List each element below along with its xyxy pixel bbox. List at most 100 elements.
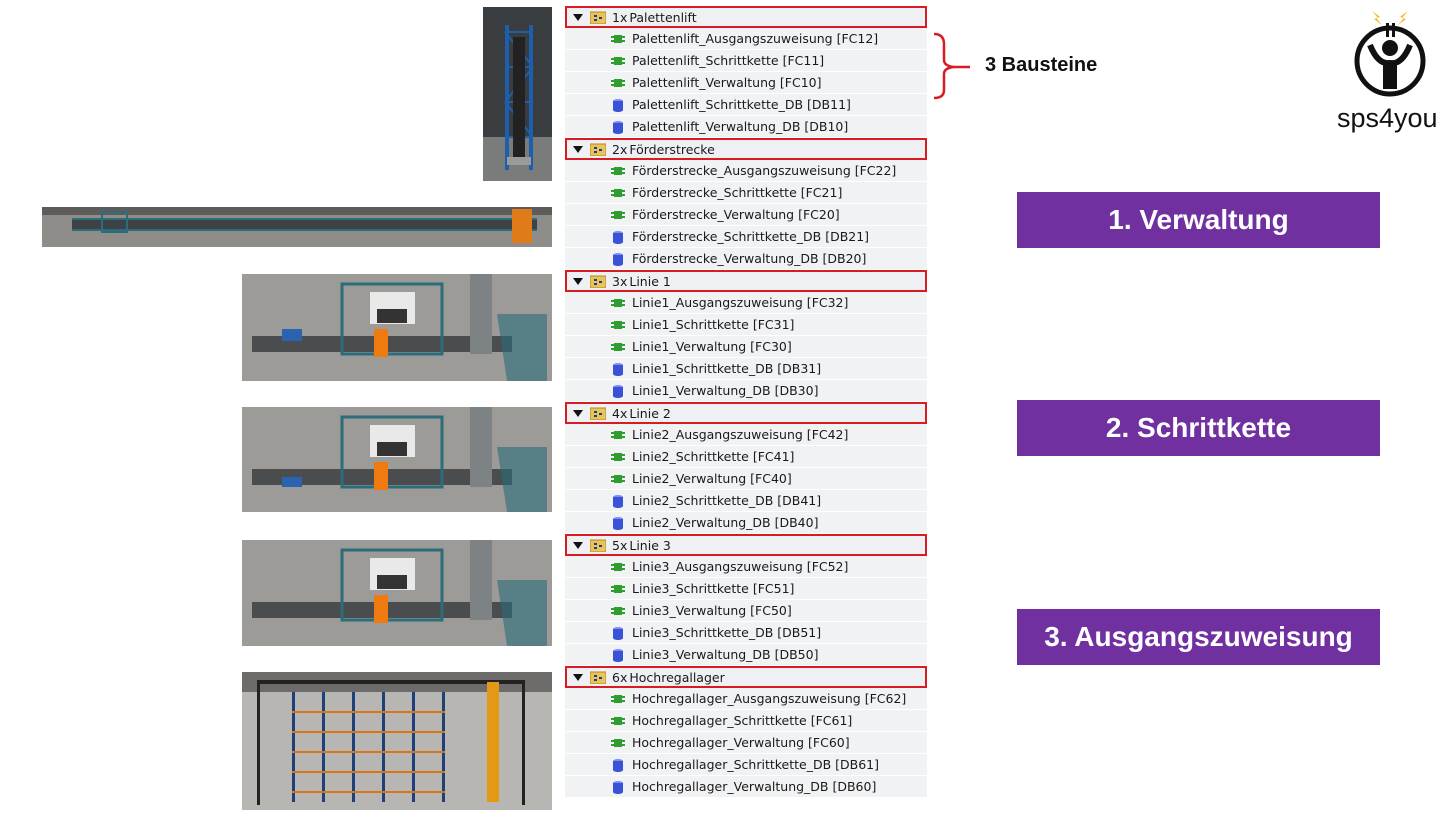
tree-item[interactable]: Hochregallager_Schrittkette_DB [DB61] <box>565 754 927 776</box>
folder-label: Hochregallager <box>629 669 725 685</box>
expand-triangle-icon[interactable] <box>573 409 583 417</box>
expand-triangle-icon[interactable] <box>573 673 583 681</box>
tree-item-label: Hochregallager_Schrittkette [FC61] <box>632 713 853 728</box>
tree-item[interactable]: Palettenlift_Verwaltung [FC10] <box>565 72 927 94</box>
data-block-icon <box>613 758 623 772</box>
function-block-icon <box>611 430 625 439</box>
tree-item[interactable]: Linie2_Ausgangszuweisung [FC42] <box>565 424 927 446</box>
function-block-icon <box>611 320 625 329</box>
linie-2-image <box>242 407 552 512</box>
function-block-icon <box>611 606 625 615</box>
function-block-icon <box>611 716 625 725</box>
folder-count: 4x <box>612 405 628 421</box>
function-block-icon <box>611 166 625 175</box>
folder-count: 3x <box>612 273 628 289</box>
tree-item[interactable]: Linie3_Schrittkette_DB [DB51] <box>565 622 927 644</box>
folder-label: Palettenlift <box>629 9 697 25</box>
tree-item-label: Hochregallager_Ausgangszuweisung [FC62] <box>632 691 907 706</box>
tree-item-label: Palettenlift_Schrittkette [FC11] <box>632 53 825 68</box>
data-block-icon <box>613 384 623 398</box>
tree-item[interactable]: Hochregallager_Schrittkette [FC61] <box>565 710 927 732</box>
foerderstrecke-image <box>42 207 552 247</box>
tree-item[interactable]: Linie2_Schrittkette [FC41] <box>565 446 927 468</box>
tree-item[interactable]: Förderstrecke_Verwaltung_DB [DB20] <box>565 248 927 270</box>
data-block-icon <box>613 98 623 112</box>
tree-item-label: Hochregallager_Verwaltung [FC60] <box>632 735 850 750</box>
function-block-icon <box>611 738 625 747</box>
tree-item[interactable]: Förderstrecke_Schrittkette [FC21] <box>565 182 927 204</box>
function-block-icon <box>611 342 625 351</box>
tree-item-label: Linie3_Verwaltung [FC50] <box>632 603 792 618</box>
hochregallager-image <box>242 672 552 810</box>
tree-item[interactable]: Förderstrecke_Schrittkette_DB [DB21] <box>565 226 927 248</box>
tree-item[interactable]: Palettenlift_Ausgangszuweisung [FC12] <box>565 28 927 50</box>
tree-item[interactable]: Linie1_Schrittkette_DB [DB31] <box>565 358 927 380</box>
tree-item[interactable]: Linie3_Ausgangszuweisung [FC52] <box>565 556 927 578</box>
tree-item-label: Förderstrecke_Ausgangszuweisung [FC22] <box>632 163 897 178</box>
tree-item[interactable]: Linie2_Verwaltung [FC40] <box>565 468 927 490</box>
tree-item[interactable]: Linie3_Verwaltung_DB [DB50] <box>565 644 927 666</box>
step-box-ausgangszuweisung: 3. Ausgangszuweisung <box>1017 609 1380 665</box>
data-block-icon <box>613 120 623 134</box>
logo-text: sps4you <box>1337 103 1438 133</box>
tree-item[interactable]: Linie2_Verwaltung_DB [DB40] <box>565 512 927 534</box>
folder-count: 1x <box>612 9 628 25</box>
expand-triangle-icon[interactable] <box>573 13 583 21</box>
data-block-icon <box>613 780 623 794</box>
tree-item[interactable]: Hochregallager_Verwaltung_DB [DB60] <box>565 776 927 798</box>
tree-item-label: Palettenlift_Schrittkette_DB [DB11] <box>632 97 851 112</box>
tree-item[interactable]: Hochregallager_Ausgangszuweisung [FC62] <box>565 688 927 710</box>
tree-item-label: Linie2_Verwaltung [FC40] <box>632 471 792 486</box>
tree-item[interactable]: Förderstrecke_Verwaltung [FC20] <box>565 204 927 226</box>
tree-item[interactable]: Palettenlift_Verwaltung_DB [DB10] <box>565 116 927 138</box>
function-block-icon <box>611 34 625 43</box>
function-block-icon <box>611 78 625 87</box>
data-block-icon <box>613 626 623 640</box>
tree-item[interactable]: Hochregallager_Verwaltung [FC60] <box>565 732 927 754</box>
expand-triangle-icon[interactable] <box>573 145 583 153</box>
tree-item-label: Linie3_Schrittkette [FC51] <box>632 581 795 596</box>
data-block-icon <box>613 252 623 266</box>
folder-icon <box>590 11 606 24</box>
expand-triangle-icon[interactable] <box>573 541 583 549</box>
tree-item[interactable]: Linie1_Schrittkette [FC31] <box>565 314 927 336</box>
tree-item[interactable]: Förderstrecke_Ausgangszuweisung [FC22] <box>565 160 927 182</box>
tree-item[interactable]: Linie1_Verwaltung_DB [DB30] <box>565 380 927 402</box>
tree-item-label: Linie2_Verwaltung_DB [DB40] <box>632 515 819 530</box>
folder-label: Linie 2 <box>629 405 671 421</box>
step-box-schrittkette: 2. Schrittkette <box>1017 400 1380 456</box>
tree-item-label: Förderstrecke_Verwaltung [FC20] <box>632 207 840 222</box>
tree-item-label: Linie3_Ausgangszuweisung [FC52] <box>632 559 849 574</box>
tree-item-label: Linie2_Ausgangszuweisung [FC42] <box>632 427 849 442</box>
tree-item[interactable]: Linie2_Schrittkette_DB [DB41] <box>565 490 927 512</box>
folder-icon <box>590 275 606 288</box>
tree-item[interactable]: Palettenlift_Schrittkette_DB [DB11] <box>565 94 927 116</box>
linie-1-image <box>242 274 552 381</box>
data-block-icon <box>613 494 623 508</box>
tree-item[interactable]: Palettenlift_Schrittkette [FC11] <box>565 50 927 72</box>
tree-item[interactable]: Linie1_Verwaltung [FC30] <box>565 336 927 358</box>
tree-item-label: Förderstrecke_Schrittkette [FC21] <box>632 185 843 200</box>
tree-item[interactable]: Linie1_Ausgangszuweisung [FC32] <box>565 292 927 314</box>
tree-item-label: Linie2_Schrittkette_DB [DB41] <box>632 493 822 508</box>
tree-item-label: Palettenlift_Verwaltung [FC10] <box>632 75 822 90</box>
function-block-icon <box>611 298 625 307</box>
tree-item-label: Palettenlift_Verwaltung_DB [DB10] <box>632 119 849 134</box>
folder-label: Linie 1 <box>629 273 671 289</box>
data-block-icon <box>613 516 623 530</box>
tree-item-label: Förderstrecke_Verwaltung_DB [DB20] <box>632 251 867 266</box>
function-block-icon <box>611 56 625 65</box>
linie-3-image <box>242 540 552 646</box>
expand-triangle-icon[interactable] <box>573 277 583 285</box>
tree-item[interactable]: Linie3_Schrittkette [FC51] <box>565 578 927 600</box>
folder-count: 5x <box>612 537 628 553</box>
tree-item-label: Palettenlift_Ausgangszuweisung [FC12] <box>632 31 879 46</box>
tree-item-label: Linie1_Schrittkette [FC31] <box>632 317 795 332</box>
tree-item[interactable]: Linie3_Verwaltung [FC50] <box>565 600 927 622</box>
